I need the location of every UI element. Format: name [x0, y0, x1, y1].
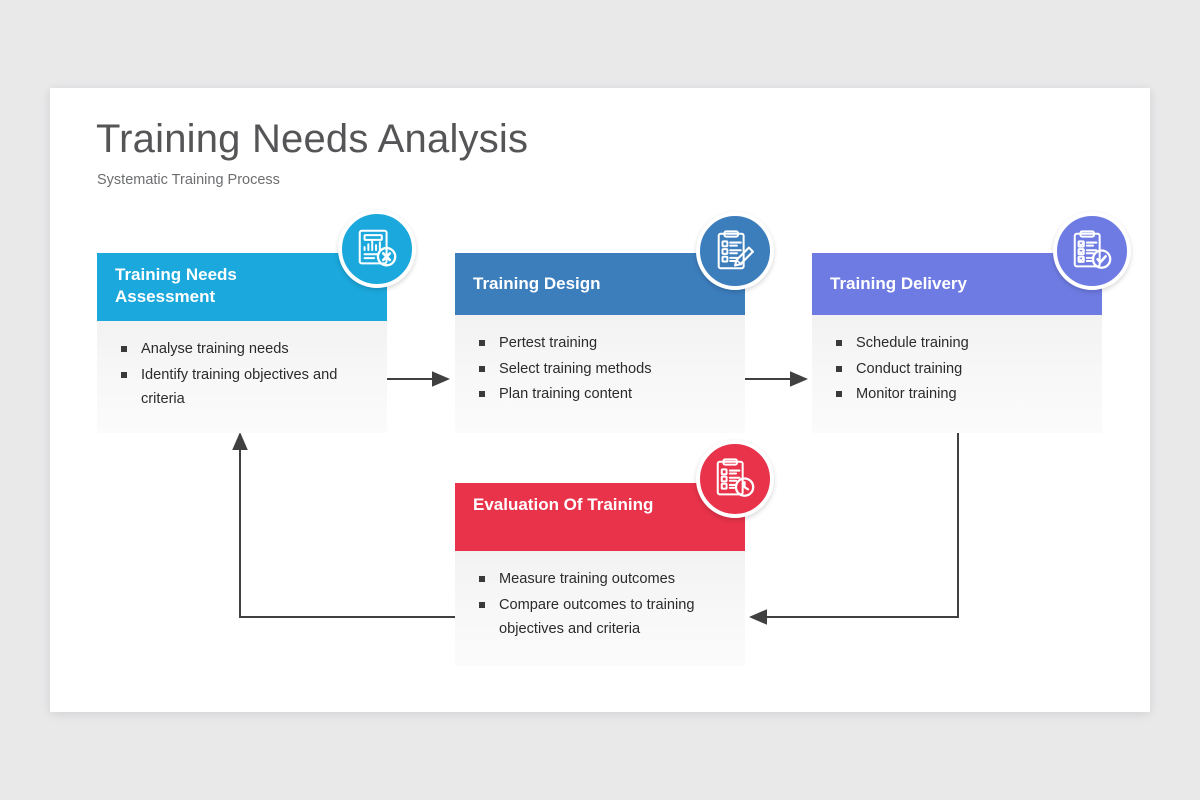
- card-title: Evaluation Of Training: [473, 495, 654, 514]
- bullet-text: Plan training content: [499, 386, 633, 403]
- bullet-text: Monitor training: [856, 386, 957, 403]
- page-subtitle: Systematic Training Process: [97, 172, 280, 188]
- card-header: Evaluation Of Training: [455, 440, 774, 551]
- list-item: Measure training outcomes: [477, 567, 725, 592]
- bullet-square-icon: [836, 391, 842, 398]
- card-title: Training Design: [473, 274, 601, 294]
- bullet-square-icon: [121, 371, 127, 378]
- checklist-check-icon: [1053, 212, 1131, 290]
- bullet-square-icon: [479, 576, 485, 582]
- bullet-text: Measure training outcomes: [499, 571, 676, 587]
- card-body: Measure training outcomes Compare outcom…: [455, 551, 745, 666]
- card-training-needs-assessment[interactable]: Training Needs Assessment Analyse traini…: [97, 210, 416, 433]
- card-body: Analyse training needs Identify training…: [97, 321, 387, 433]
- bullet-square-icon: [121, 346, 127, 352]
- bullet-list: Measure training outcomes Compare outcom…: [455, 551, 745, 657]
- report-chart-cross-icon: [338, 210, 416, 288]
- bullet-list: Schedule training Conduct training Monit…: [812, 315, 1102, 422]
- list-item: Conduct training: [834, 357, 1082, 382]
- card-header: Training Needs Assessment: [97, 210, 416, 321]
- bullet-square-icon: [479, 391, 485, 398]
- card-title: Training Needs Assessment: [115, 265, 237, 306]
- checklist-clock-icon: [696, 440, 774, 518]
- card-body: Pertest training Select training methods…: [455, 315, 745, 433]
- card-evaluation-of-training[interactable]: Evaluation Of Training Measure tr: [455, 440, 774, 666]
- clipboard-pencil-icon: [696, 212, 774, 290]
- bullet-text: Schedule training: [856, 335, 969, 351]
- bullet-text: Compare outcomes to training objectives …: [499, 596, 695, 638]
- list-item: Plan training content: [477, 382, 725, 407]
- list-item: Compare outcomes to training objectives …: [477, 593, 725, 642]
- bullet-text: Identify training objectives and criteri…: [141, 366, 338, 408]
- card-training-delivery[interactable]: Training Delivery: [812, 212, 1131, 433]
- list-item: Analyse training needs: [119, 337, 367, 362]
- card-body: Schedule training Conduct training Monit…: [812, 315, 1102, 433]
- list-item: Schedule training: [834, 331, 1082, 356]
- bullet-text: Select training methods: [499, 360, 652, 377]
- bullet-square-icon: [836, 365, 842, 372]
- bullet-text: Conduct training: [856, 360, 963, 377]
- arrow-delivery-to-evaluation: [749, 431, 959, 625]
- bullet-square-icon: [479, 340, 485, 346]
- list-item: Select training methods: [477, 357, 725, 382]
- list-item: Monitor training: [834, 382, 1082, 407]
- card-title: Training Delivery: [830, 274, 967, 294]
- list-item: Identify training objectives and criteri…: [119, 363, 367, 412]
- arrow-evaluation-to-assessment: [232, 432, 455, 618]
- bullet-text: Analyse training needs: [141, 341, 289, 357]
- bullet-square-icon: [479, 601, 485, 608]
- page-title: Training Needs Analysis: [96, 117, 529, 161]
- bullet-list: Analyse training needs Identify training…: [97, 321, 387, 427]
- card-header: Training Design: [455, 212, 774, 315]
- card-training-design[interactable]: Training Design Pertest training: [455, 212, 774, 433]
- bullet-square-icon: [836, 340, 842, 346]
- card-header: Training Delivery: [812, 212, 1131, 315]
- bullet-text: Pertest training: [499, 335, 598, 351]
- bullet-list: Pertest training Select training methods…: [455, 315, 745, 422]
- bullet-square-icon: [479, 365, 485, 372]
- slide-canvas: Training Needs Analysis Systematic Train…: [50, 88, 1150, 712]
- list-item: Pertest training: [477, 331, 725, 356]
